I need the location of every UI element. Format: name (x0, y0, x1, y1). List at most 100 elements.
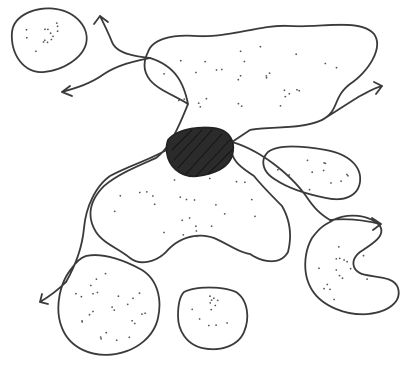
stipple-dot (132, 297, 134, 299)
region-right-bottom (305, 216, 398, 315)
region-top-left (12, 8, 87, 72)
stipple-dot (330, 182, 332, 184)
stipple-dot (113, 309, 115, 311)
stipple-dot (209, 302, 211, 304)
stipple-dot (194, 199, 196, 201)
stipple-dot (298, 90, 300, 92)
stipple-dot (244, 181, 246, 183)
stipple-dot (144, 312, 146, 314)
stipple-dot (211, 299, 213, 301)
stipple-dot (335, 269, 337, 271)
stipple-dot (217, 300, 219, 302)
stipple-dot (336, 67, 338, 69)
stipple-dot (114, 211, 116, 213)
stipple-dot (240, 75, 242, 77)
stipple-dot (309, 189, 311, 191)
stipple-dot (323, 170, 325, 172)
stipple-dot (47, 29, 49, 31)
stipple-dot (179, 196, 181, 198)
stipple-dot (280, 105, 282, 107)
stipple-dot (199, 318, 201, 320)
stipple-dot (206, 98, 208, 100)
stipple-dot (196, 230, 198, 232)
stipple-dot (339, 275, 341, 277)
stipple-dot (154, 203, 156, 205)
stipple-dot (254, 216, 256, 218)
stipple-dot (215, 204, 217, 206)
stipple-dot (260, 46, 262, 48)
stipple-dot (221, 69, 223, 71)
stipple-dot (363, 255, 365, 257)
stipple-dot (116, 339, 118, 341)
stipple-dot (189, 217, 191, 219)
stipple-dot (183, 98, 185, 100)
stipple-dot (195, 72, 197, 74)
stipple-dot (342, 277, 344, 279)
stipple-dot (139, 192, 141, 194)
stipple-dot (266, 77, 268, 79)
stipple-dot (44, 28, 46, 30)
stipple-dot (105, 273, 107, 275)
stipple-dot (195, 225, 197, 227)
stipple-dot (236, 181, 238, 183)
stipple-dot (210, 309, 212, 311)
stipple-dot (105, 332, 107, 334)
stipple-dot (26, 37, 28, 39)
stipple-dot (209, 178, 211, 180)
stipple-dot (277, 169, 279, 171)
region-bottom-left (58, 255, 159, 355)
stipple-dot (81, 320, 83, 322)
stipple-dot (333, 299, 335, 301)
stipple-dot (251, 199, 253, 201)
stipple-dot (152, 195, 154, 197)
stipple-dot (343, 259, 345, 261)
stipple-dot (208, 325, 210, 327)
stipple-dot (174, 179, 176, 181)
stipple-dot (51, 39, 53, 41)
stipple-dot (226, 322, 228, 324)
stipple-dot (52, 36, 54, 38)
region-right-small (263, 147, 360, 200)
stipple-dot (146, 191, 148, 193)
stipple-dot (325, 163, 327, 165)
stipple-dot (191, 309, 193, 311)
stipple-dot (96, 278, 98, 280)
stipple-dot (288, 93, 290, 95)
stipple-dot (338, 246, 340, 248)
stipple-dot (241, 105, 243, 107)
stipple-dot (163, 232, 165, 234)
stipple-dot (141, 313, 143, 315)
stipple-dot (214, 305, 216, 307)
stipple-dot (56, 22, 58, 24)
stipple-dot (284, 96, 286, 98)
stipple-dot (244, 61, 246, 63)
stipple-dot (237, 79, 239, 81)
stipple-dot (180, 60, 182, 62)
stipple-dot (92, 311, 94, 313)
arrow-top (94, 16, 150, 58)
stipple-dot (89, 314, 91, 316)
stipple-dot (209, 295, 211, 297)
stipple-dot (118, 295, 120, 297)
stipple-dot (324, 63, 326, 65)
stipple-dot (296, 89, 298, 91)
stipple-dot (131, 320, 133, 322)
stipple-dot (90, 285, 92, 287)
stipple-dot (204, 61, 206, 63)
stipple-dot (47, 42, 49, 44)
stipple-dot (128, 336, 130, 338)
stipple-dot (100, 336, 102, 338)
stipple-dot (339, 258, 341, 260)
stipple-dot (163, 73, 165, 75)
stipple-dot (265, 75, 267, 77)
stipple-dot (75, 293, 77, 295)
stipple-dot (366, 278, 368, 280)
stipple-dot (134, 323, 136, 325)
stipple-dot (57, 25, 59, 27)
stipple-dot (111, 306, 113, 308)
stipple-dot (57, 30, 59, 32)
stipple-dot (43, 41, 45, 43)
stipple-dot (307, 160, 309, 162)
stipple-dot (198, 102, 200, 104)
